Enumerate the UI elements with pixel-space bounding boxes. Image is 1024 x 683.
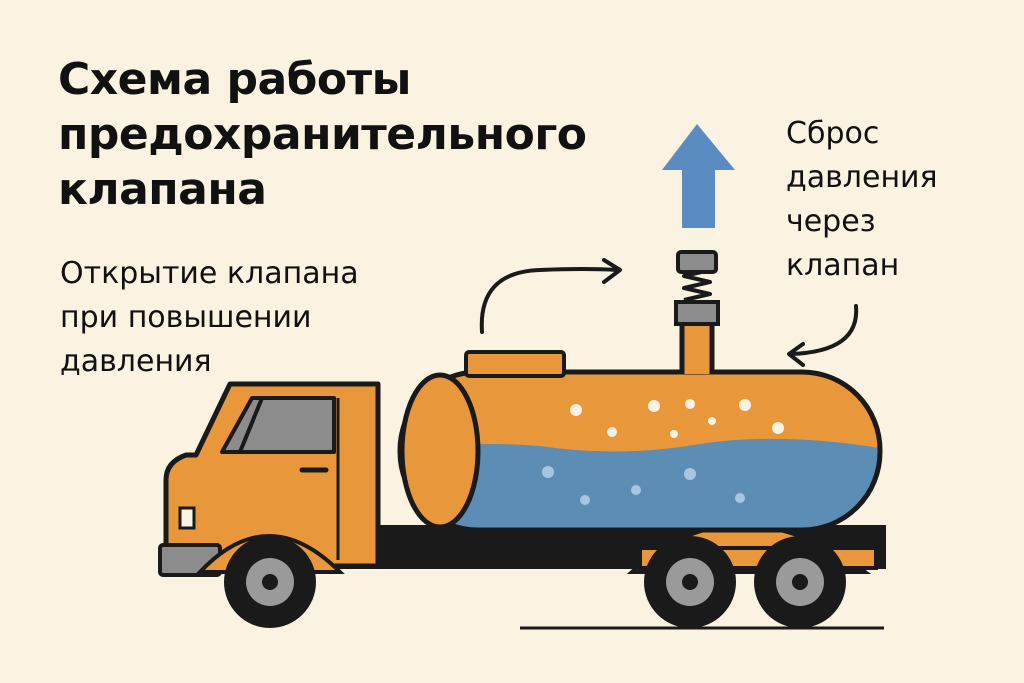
caption-line: клапан (786, 248, 900, 283)
title-line: клапана (58, 164, 267, 215)
liquid-bubbles (542, 466, 745, 505)
title-line: предохранительного (58, 109, 587, 160)
caption-line: Открытие клапана (60, 256, 359, 291)
curved-arrow-icon (479, 258, 622, 334)
valve-opening-caption: Открытие клапана при повышении давления (60, 252, 420, 384)
diagram-title: Схема работы предохранительного клапана (58, 52, 678, 217)
window-pillar (238, 397, 264, 453)
up-arrow-icon (662, 124, 735, 228)
pressure-release-caption: Сброс давления через клапан (786, 112, 1016, 288)
tank-hatch (464, 350, 566, 378)
caption-line: давления (60, 344, 212, 379)
valve-spring (682, 268, 712, 302)
headlight (178, 506, 196, 530)
tank (397, 369, 883, 533)
gas-bubbles (570, 399, 784, 438)
cab-window (220, 396, 336, 454)
tank-front-cap (399, 372, 481, 530)
valve-icon (674, 250, 720, 374)
caption-line: Сброс (786, 116, 880, 151)
caption-line: давления (786, 160, 938, 195)
caption-line: через (786, 204, 876, 239)
caption-line: при повышении (60, 300, 312, 335)
wheel-icon (754, 536, 846, 628)
title-line: Схема работы (58, 54, 411, 105)
wheel-icon (224, 536, 316, 628)
curved-arrow-icon (787, 304, 859, 367)
wheel-icon (644, 536, 736, 628)
